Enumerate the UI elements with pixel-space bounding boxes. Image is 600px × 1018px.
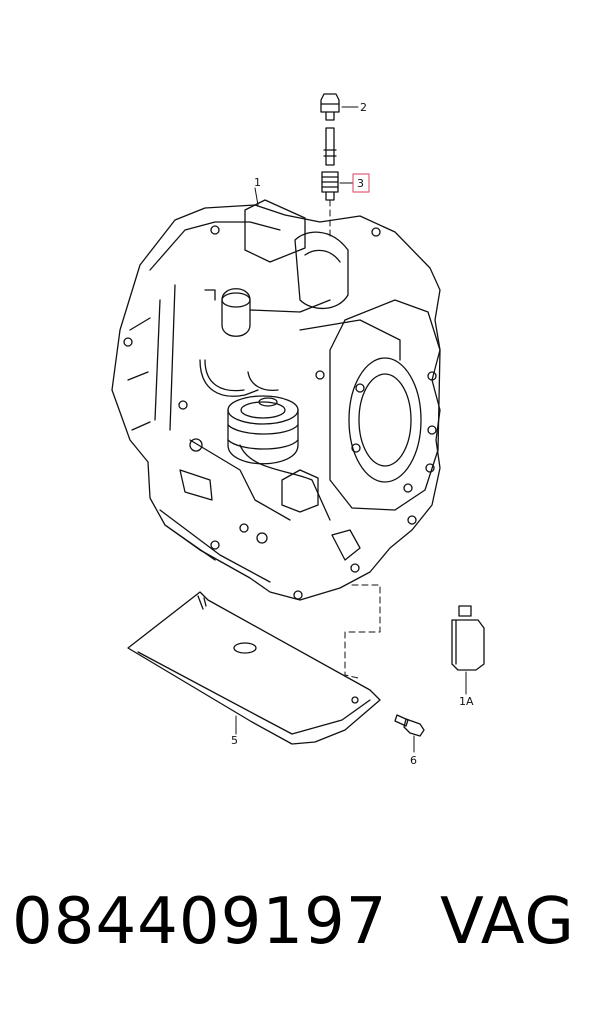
speedo-shaft-part-3 bbox=[321, 127, 339, 201]
brand-name: VAG bbox=[440, 885, 575, 959]
bolt-part-6 bbox=[394, 714, 425, 737]
callout-1a: 1A bbox=[459, 695, 474, 708]
callout-3-highlight bbox=[352, 173, 370, 193]
part-number-row: 084409197 VAG bbox=[0, 880, 600, 990]
callout-6: 6 bbox=[410, 754, 417, 767]
splash-guard-part-5 bbox=[127, 591, 381, 745]
leader-lines bbox=[235, 106, 467, 753]
exploded-parts-diagram: 1 2 3 5 6 1A bbox=[111, 93, 485, 767]
plug-part-2 bbox=[320, 93, 340, 121]
part-number: 084409197 bbox=[12, 885, 388, 959]
callout-5: 5 bbox=[231, 734, 238, 747]
callout-1: 1 bbox=[254, 176, 261, 189]
callout-3: 3 bbox=[357, 177, 364, 190]
oil-bottle-part-1a bbox=[451, 605, 485, 671]
transmission-housing bbox=[111, 199, 441, 601]
callout-2: 2 bbox=[360, 101, 367, 114]
